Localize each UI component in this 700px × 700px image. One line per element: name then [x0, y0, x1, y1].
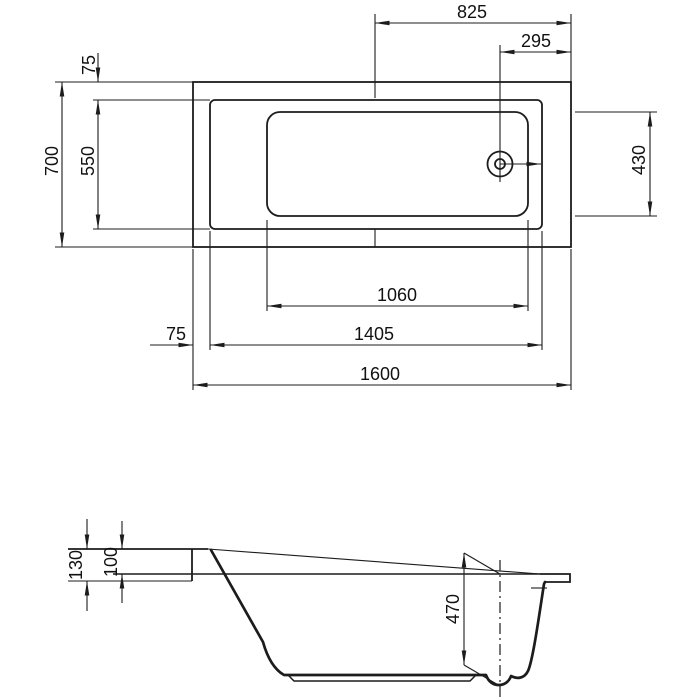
- dim-label-700: 700: [42, 146, 62, 176]
- dim-label-825: 825: [457, 2, 487, 22]
- dim-700: 700: [42, 82, 65, 247]
- rim-lip-right: [540, 573, 571, 583]
- dim-470-oblique-top: [463, 552, 501, 575]
- top-view: 825 295 75 550 700 430 1060: [42, 2, 657, 390]
- dim-label-100: 100: [101, 547, 121, 577]
- dim-470-oblique-bottom: [463, 664, 501, 687]
- dim-label-550: 550: [78, 146, 98, 176]
- dim-label-75-bottom: 75: [166, 324, 186, 344]
- dim-label-75-top: 75: [79, 55, 99, 75]
- dim-130: 130: [66, 519, 90, 611]
- dim-550: 550: [78, 100, 101, 229]
- dim-75-top: 75: [79, 53, 101, 82]
- drain-icon: [486, 45, 541, 182]
- dim-label-130: 130: [66, 550, 86, 580]
- dim-100: 100: [101, 521, 125, 603]
- dim-430: 430: [629, 112, 653, 216]
- dim-1600: 1600: [193, 364, 571, 388]
- dim-1060: 1060: [267, 285, 528, 309]
- dim-1405: 1405: [210, 324, 542, 348]
- dim-label-1405: 1405: [354, 324, 394, 344]
- dim-label-470: 470: [443, 594, 463, 624]
- dim-label-1060: 1060: [377, 285, 417, 305]
- dim-825: 825: [375, 2, 571, 26]
- bowl-outline: [266, 111, 529, 217]
- outer-rim-outline: [192, 81, 572, 248]
- dim-label-430: 430: [629, 145, 649, 175]
- dim-295: 295: [500, 31, 571, 55]
- dim-75-bottom: 75: [150, 324, 193, 348]
- wall-top-slope-line: [207, 548, 541, 575]
- dim-470: 470: [443, 552, 501, 687]
- base-pad: [287, 674, 477, 682]
- dim-label-295: 295: [521, 31, 551, 51]
- side-view: 130 100 470: [66, 519, 571, 698]
- dim-label-1600: 1600: [360, 364, 400, 384]
- inner-rim-outline: [209, 99, 543, 230]
- tub-profile: [209, 548, 547, 687]
